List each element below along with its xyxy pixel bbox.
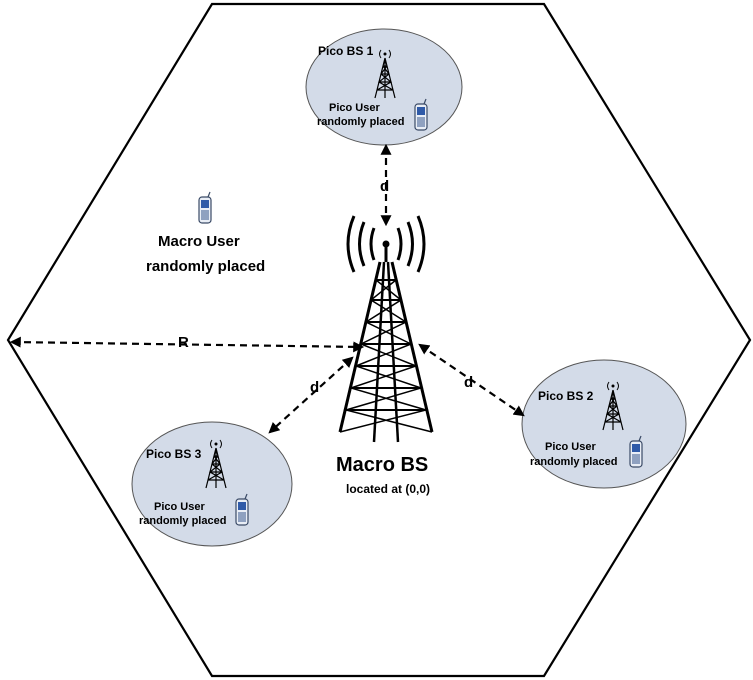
macro-user-line1: Macro User (158, 233, 240, 250)
pico-user-1-line1: Pico User (329, 102, 380, 114)
pico-bs-3-label: Pico BS 3 (146, 447, 202, 461)
macro-cell-hexagon (6, 2, 752, 678)
pico-user-2-line2: randomly placed (530, 456, 617, 468)
macro-bs-label: Macro BS (336, 454, 428, 476)
pico-user-1-phone-icon (414, 98, 428, 131)
distance-arrow-pico-2 (418, 343, 525, 417)
macro-bs-tower-icon (338, 215, 434, 443)
macro-bs-sublabel: located at (0,0) (346, 482, 430, 496)
macro-user-line2: randomly placed (146, 258, 265, 275)
pico-user-3-phone-icon (235, 493, 249, 526)
pico-user-2-phone-icon (629, 435, 643, 468)
distance-label-2: d (464, 374, 473, 391)
radius-label: R (178, 334, 189, 351)
pico-user-1-line2: randomly placed (317, 116, 404, 128)
distance-arrow-pico-3 (268, 356, 354, 434)
pico-bs-1-label: Pico BS 1 (318, 44, 374, 58)
pico-user-3-line1: Pico User (154, 501, 205, 513)
macro-user-phone-icon (198, 191, 212, 224)
distance-label-3: d (310, 379, 319, 396)
pico-user-2-line1: Pico User (545, 441, 596, 453)
pico-bs-2-label: Pico BS 2 (538, 389, 594, 403)
pico-user-3-line2: randomly placed (139, 515, 226, 527)
pico-cell-3 (131, 421, 293, 547)
distance-label-1: d (380, 178, 389, 195)
radius-arrow (9, 336, 365, 353)
